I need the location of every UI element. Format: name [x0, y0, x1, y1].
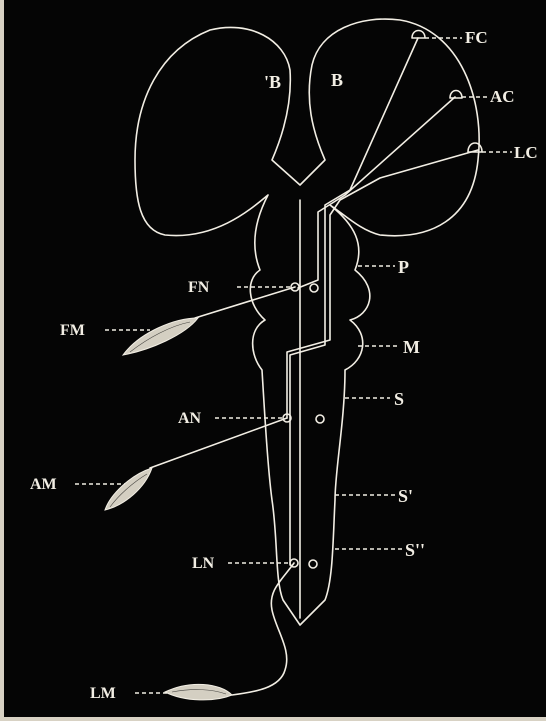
label-fm: FM [60, 322, 85, 339]
label-p: P [398, 257, 409, 277]
label-brain-left: 'B [264, 72, 281, 92]
label-s1: S' [398, 486, 413, 506]
label-am: AM [30, 476, 57, 493]
label-fn: FN [188, 279, 210, 296]
label-fc: FC [465, 28, 488, 47]
label-m: M [403, 337, 420, 357]
black-background [4, 0, 546, 717]
label-lc: LC [514, 143, 538, 162]
label-s2: S'' [405, 540, 425, 560]
label-lm: LM [90, 685, 116, 702]
label-s: S [394, 389, 404, 409]
label-ac: AC [490, 87, 515, 106]
label-an: AN [178, 410, 202, 427]
label-ln: LN [192, 555, 215, 572]
label-brain-right: B [331, 70, 343, 90]
